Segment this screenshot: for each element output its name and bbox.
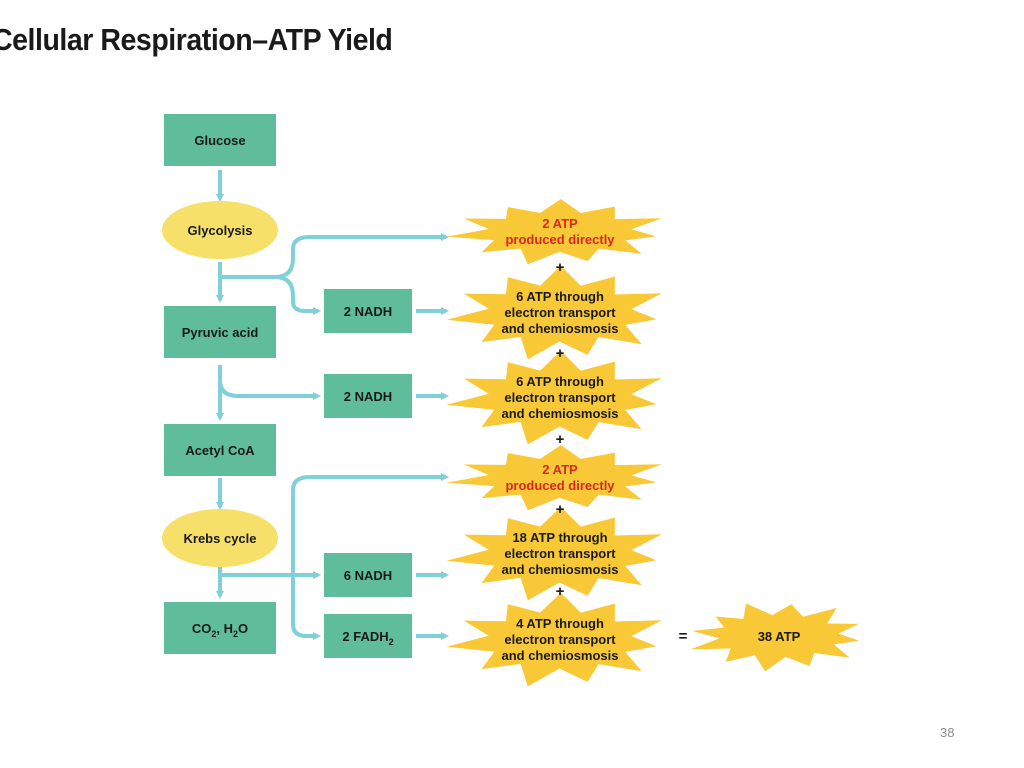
carrier-nadh-3: 6 NADH xyxy=(324,553,412,597)
carrier-nadh-1-label: 2 NADH xyxy=(344,304,392,319)
node-krebs-cycle: Krebs cycle xyxy=(162,509,278,567)
atp-star-line: electron transport xyxy=(504,390,616,405)
atp-star-burst xyxy=(446,592,662,687)
atp-star-burst xyxy=(446,506,662,601)
atp-star-line: 2 ATP xyxy=(542,216,578,231)
arrow-krebs-branch-fadh2 xyxy=(291,575,321,640)
carrier-nadh-1: 2 NADH xyxy=(324,289,412,333)
plus-sign: + xyxy=(556,501,565,518)
plus-sign: + xyxy=(556,345,565,362)
plus-sign: + xyxy=(556,431,565,448)
atp-star-line: produced directly xyxy=(505,478,615,493)
atp-star-line: electron transport xyxy=(504,632,616,647)
carrier-fadh2-label: 2 FADH2 xyxy=(342,629,393,647)
atp-star-burst xyxy=(446,199,662,265)
total-star-burst xyxy=(690,603,860,672)
total-atp-label: 38 ATP xyxy=(758,629,801,644)
page-number: 38 xyxy=(940,725,955,740)
atp-star-line: 18 ATP through xyxy=(512,530,607,545)
node-glucose-label: Glucose xyxy=(194,133,245,148)
plus-sign: + xyxy=(556,583,565,600)
atp-star-line: produced directly xyxy=(505,232,615,247)
atp-star-burst xyxy=(446,350,662,445)
node-acetyl-coa: Acetyl CoA xyxy=(164,424,276,476)
atp-star-line: 4 ATP through xyxy=(516,616,604,631)
carrier-nadh-3-label: 6 NADH xyxy=(344,568,392,583)
carrier-fadh2: 2 FADH2 xyxy=(324,614,412,658)
node-co2-h2o: CO2, H2O xyxy=(164,602,276,654)
atp-star-line: 6 ATP through xyxy=(516,289,604,304)
slide-title: Cellular Respiration–ATP Yield xyxy=(0,22,393,57)
node-acetyl-coa-label: Acetyl CoA xyxy=(185,443,255,458)
arrow-glycolysis-branch-nadh xyxy=(274,275,321,315)
atp-star-burst xyxy=(446,265,662,360)
carrier-nadh-2: 2 NADH xyxy=(324,374,412,418)
plus-sign: + xyxy=(556,259,565,276)
node-pyruvic-acid-label: Pyruvic acid xyxy=(182,325,259,340)
node-glucose: Glucose xyxy=(164,114,276,166)
atp-star-line: and chemiosmosis xyxy=(501,562,618,577)
node-co2-h2o-label: CO2, H2O xyxy=(192,621,248,639)
node-glycolysis: Glycolysis xyxy=(162,201,278,259)
atp-star-line: electron transport xyxy=(504,305,616,320)
atp-star-line: 2 ATP xyxy=(542,462,578,477)
atp-star-line: 6 ATP through xyxy=(516,374,604,389)
node-pyruvic-acid: Pyruvic acid xyxy=(164,306,276,358)
atp-star-line: electron transport xyxy=(504,546,616,561)
atp-star-burst xyxy=(446,445,662,511)
atp-star-line: and chemiosmosis xyxy=(501,406,618,421)
equals-sign: = xyxy=(679,628,688,645)
arrow-krebs-branch-atp xyxy=(291,473,449,575)
node-krebs-cycle-label: Krebs cycle xyxy=(184,531,257,546)
arrow-pyruvic-branch-nadh xyxy=(218,379,321,400)
connectors xyxy=(216,170,449,640)
carrier-nadh-2-label: 2 NADH xyxy=(344,389,392,404)
atp-star-line: and chemiosmosis xyxy=(501,321,618,336)
atp-star-line: and chemiosmosis xyxy=(501,648,618,663)
total-star: 38 ATP xyxy=(690,603,860,672)
node-glycolysis-label: Glycolysis xyxy=(187,223,252,238)
